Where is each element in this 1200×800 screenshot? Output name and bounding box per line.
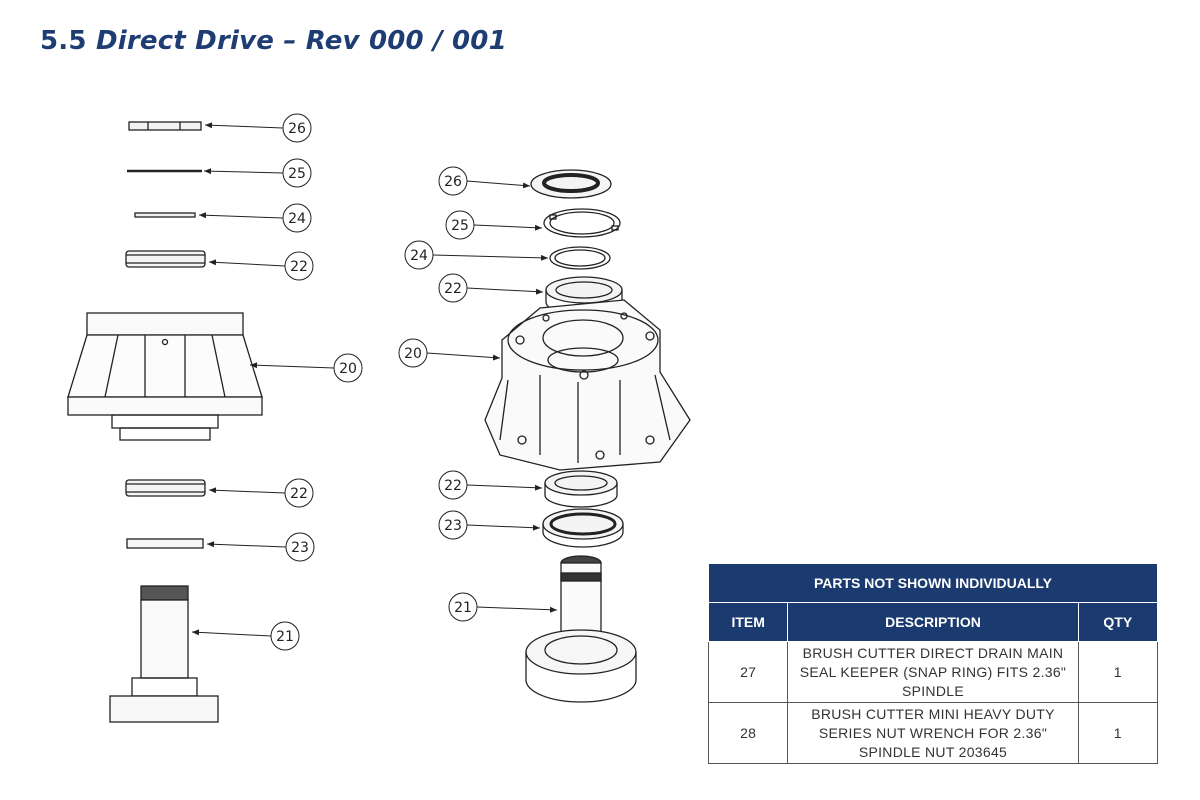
svg-text:21: 21 — [454, 600, 472, 616]
callout-25-left: 25 — [282, 158, 312, 188]
part-24-side — [134, 212, 196, 218]
page-title: 5.5 Direct Drive – Rev 000 / 001 — [40, 26, 507, 56]
section-title: Direct Drive – Rev 000 / 001 — [95, 26, 507, 56]
callout-24-right: 24 — [404, 240, 434, 270]
part-22-bottom-side — [125, 479, 206, 497]
svg-text:22: 22 — [444, 478, 462, 494]
svg-text:24: 24 — [410, 248, 428, 264]
part-20-side — [67, 312, 263, 441]
svg-text:24: 24 — [288, 211, 306, 227]
svg-text:25: 25 — [451, 218, 469, 234]
part-23-side — [126, 538, 204, 549]
cell-qty: 1 — [1077, 702, 1159, 764]
header-qty: QTY — [1077, 602, 1159, 642]
callout-22-right-bottom: 22 — [438, 470, 468, 500]
cell-item: 28 — [707, 702, 789, 764]
svg-text:25: 25 — [288, 166, 306, 182]
section-number: 5.5 — [40, 26, 87, 56]
part-23-iso — [542, 508, 624, 548]
callout-22-left-top: 22 — [284, 251, 314, 281]
callout-20-right: 20 — [398, 338, 428, 368]
callout-25-right: 25 — [445, 210, 475, 240]
cell-item: 27 — [707, 641, 789, 703]
table-banner: PARTS NOT SHOWN INDIVIDUALLY — [708, 563, 1158, 603]
callout-21-right: 21 — [448, 592, 478, 622]
svg-text:21: 21 — [276, 629, 294, 645]
part-20-iso — [484, 299, 691, 471]
part-22-top-side — [125, 250, 206, 268]
svg-text:23: 23 — [291, 540, 309, 556]
table-row: 27 BRUSH CUTTER DIRECT DRAIN MAIN SEAL K… — [707, 641, 1159, 703]
part-25-iso — [543, 208, 621, 238]
callout-26-left: 26 — [282, 113, 312, 143]
svg-text:26: 26 — [444, 174, 462, 190]
callout-22-left-bottom: 22 — [284, 478, 314, 508]
callout-26-right: 26 — [438, 166, 468, 196]
callout-24-left: 24 — [282, 203, 312, 233]
table-row: 28 BRUSH CUTTER MINI HEAVY DUTY SERIES N… — [707, 702, 1159, 764]
part-26-side — [128, 121, 202, 131]
part-26-iso — [530, 169, 612, 199]
svg-text:20: 20 — [339, 361, 357, 377]
part-22-bottom-iso — [544, 470, 618, 508]
part-21-iso — [525, 555, 637, 703]
svg-text:22: 22 — [444, 281, 462, 297]
svg-text:22: 22 — [290, 486, 308, 502]
header-description: DESCRIPTION — [787, 602, 1079, 642]
cell-description: BRUSH CUTTER DIRECT DRAIN MAIN SEAL KEEP… — [787, 641, 1079, 703]
callout-leaders — [191, 122, 558, 637]
cell-qty: 1 — [1077, 641, 1159, 703]
callout-23-left: 23 — [285, 532, 315, 562]
svg-text:23: 23 — [444, 518, 462, 534]
callout-23-right: 23 — [438, 510, 468, 540]
parts-table: PARTS NOT SHOWN INDIVIDUALLY ITEM DESCRI… — [707, 563, 1159, 764]
part-21-side — [109, 585, 219, 723]
callout-22-right-top: 22 — [438, 273, 468, 303]
svg-text:26: 26 — [288, 121, 306, 137]
svg-text:22: 22 — [290, 259, 308, 275]
part-24-iso — [549, 246, 611, 270]
callouts-left: 26 25 24 22 20 22 23 21 — [270, 113, 363, 651]
header-item: ITEM — [707, 602, 789, 642]
callout-21-left: 21 — [270, 621, 300, 651]
callouts-right: 26 25 24 22 20 22 23 21 — [398, 166, 478, 622]
callout-20-left: 20 — [333, 353, 363, 383]
svg-text:20: 20 — [404, 346, 422, 362]
cell-description: BRUSH CUTTER MINI HEAVY DUTY SERIES NUT … — [787, 702, 1079, 764]
